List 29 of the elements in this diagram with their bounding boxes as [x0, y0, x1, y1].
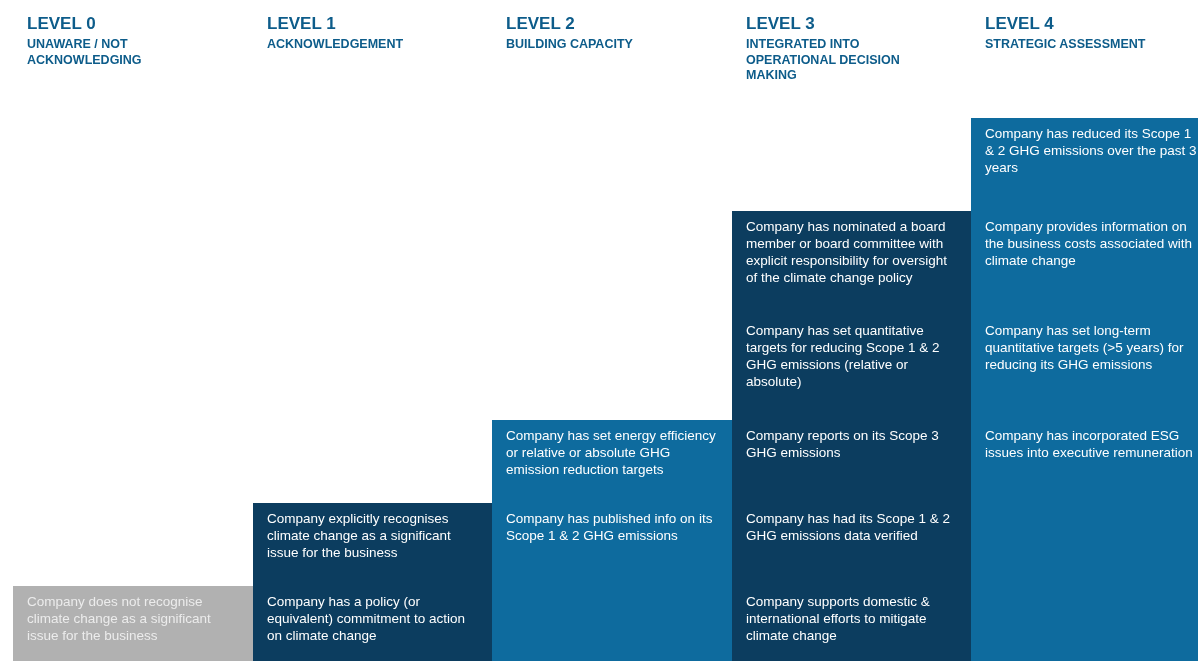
statement-text: Company supports domestic & international efforts to mitigate climate change — [746, 593, 931, 644]
statement-text: Company has published info on its Scope 1 & 2 GHG emissions — [506, 510, 714, 544]
statement-text: Company has set quantitative targets for reducing Scope 1 & 2 GHG emissions (relative or absolute) — [746, 322, 941, 390]
statement-text: Company has set long-term quantitative targets (>5 years) for reducing its GHG emissions — [985, 322, 1185, 373]
level-subtitle: ACKNOWLEDGEMENT — [267, 37, 405, 53]
statement-text: Company reports on its Scope 3 GHG emissions — [746, 427, 940, 461]
statement-text: Company has set energy efficiency or relative or absolute GHG emission reduction targets — [506, 427, 717, 478]
level-bar — [13, 586, 253, 661]
level-heading: LEVEL 0 — [27, 14, 96, 34]
statement-text: Company does not recognise climate change as a significant issue for the business — [27, 593, 212, 644]
level-subtitle: BUILDING CAPACITY — [506, 37, 634, 53]
statement-text: Company has reduced its Scope 1 & 2 GHG emissions over the past 3 years — [985, 125, 1197, 176]
statement-text: Company explicitly recognises climate change as a significant issue for the business — [267, 510, 452, 561]
statement-text: Company provides information on the business costs associated with climate change — [985, 218, 1194, 269]
level-heading: LEVEL 4 — [985, 14, 1054, 34]
level-bar — [732, 211, 971, 661]
statement-text: Company has a policy (or equivalent) commitment to action on climate change — [267, 593, 467, 644]
level-subtitle: STRATEGIC ASSESSMENT — [985, 37, 1147, 53]
level-subtitle: UNAWARE / NOT ACKNOWLEDGING — [27, 37, 143, 68]
level-heading: LEVEL 2 — [506, 14, 575, 34]
level-heading: LEVEL 3 — [746, 14, 815, 34]
level-bar — [492, 420, 732, 661]
statement-text: Company has had its Scope 1 & 2 GHG emissions data verified — [746, 510, 952, 544]
level-heading: LEVEL 1 — [267, 14, 336, 34]
level-bar — [253, 503, 492, 661]
statement-text: Company has incorporated ESG issues into executive remuneration — [985, 427, 1194, 461]
statement-text: Company has nominated a board member or board committee with explicit responsibility for oversight of the climate change policy — [746, 218, 949, 286]
level-bar — [971, 118, 1198, 661]
level-subtitle: INTEGRATED INTO OPERATIONAL DECISION MAKING — [746, 37, 901, 84]
